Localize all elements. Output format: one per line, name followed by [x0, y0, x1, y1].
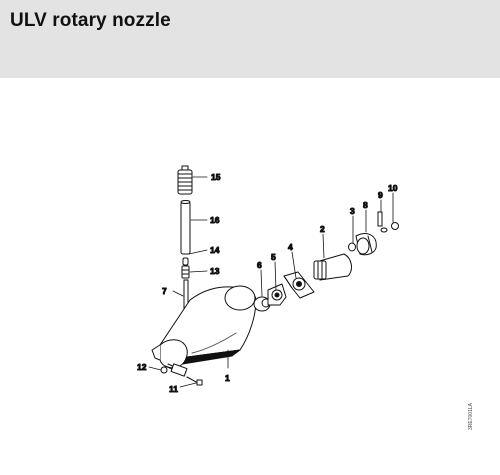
callout-1: 1 — [225, 373, 230, 383]
part-15-filter — [177, 165, 193, 195]
part-9-washers — [380, 227, 388, 233]
callout-2: 2 — [320, 224, 325, 234]
callout-4: 4 — [288, 242, 293, 252]
part-12-screw — [160, 366, 168, 374]
header-bar: ULV rotary nozzle — [0, 0, 500, 78]
part-11-screw — [186, 376, 203, 386]
leader-lines — [148, 176, 394, 388]
part-9-pin — [377, 211, 383, 227]
part-3-o-ring — [348, 242, 356, 252]
part-14-ring — [182, 257, 189, 266]
part-10-nut — [391, 222, 399, 230]
part-16-tube — [180, 200, 191, 255]
callout-5: 5 — [271, 252, 276, 262]
callout-13: 13 — [210, 266, 220, 276]
part-2-atomizer-head — [313, 253, 352, 281]
callout-15: 15 — [211, 172, 221, 182]
callout-6: 6 — [257, 260, 262, 270]
callout-12: 12 — [137, 362, 147, 372]
callout-14: 14 — [210, 245, 220, 255]
callout-11: 11 — [169, 384, 178, 394]
part-5-hub — [267, 283, 287, 306]
part-13-nipple — [181, 265, 190, 279]
callout-10: 10 — [388, 183, 398, 193]
callout-16: 16 — [210, 215, 220, 225]
part-4-impeller — [283, 271, 315, 299]
callout-9: 9 — [378, 190, 383, 200]
part-8-cap — [355, 233, 377, 256]
image-code: 3RE7001LA — [468, 403, 474, 430]
callout-7: 7 — [162, 286, 167, 296]
part-1-housing — [151, 285, 257, 377]
callout-8: 8 — [363, 200, 368, 210]
callout-labels: 15 16 14 13 7 6 5 4 2 3 8 9 10 1 12 11 — [137, 172, 399, 395]
page-title: ULV rotary nozzle — [10, 10, 171, 31]
callout-3: 3 — [350, 206, 355, 216]
